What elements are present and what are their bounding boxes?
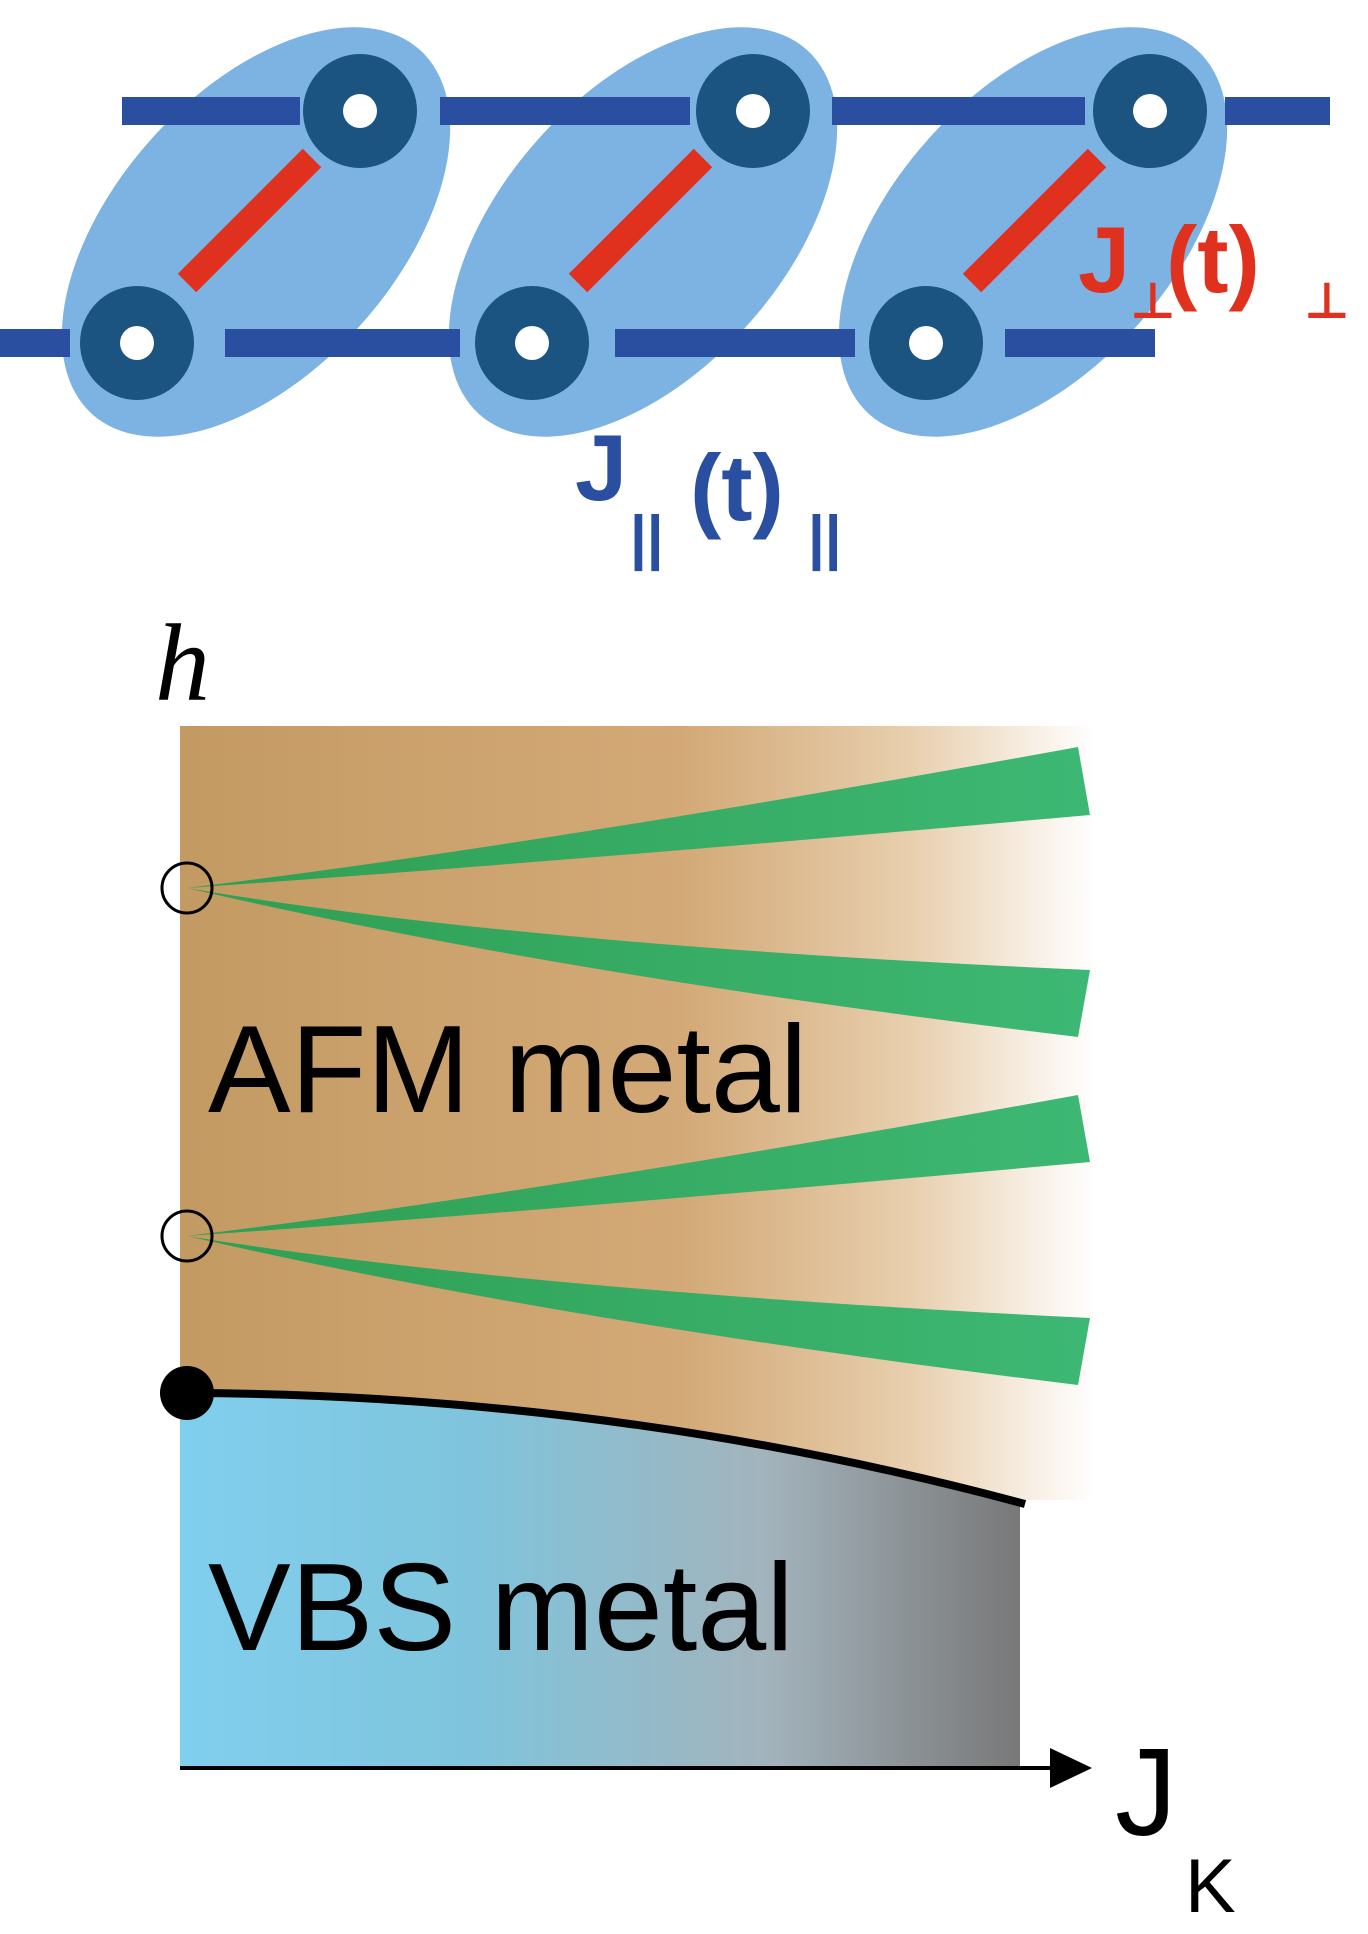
site xyxy=(1093,54,1207,168)
rung-bonds xyxy=(177,148,1107,293)
wedge-lower-2 xyxy=(187,1236,1090,1385)
vbs-region xyxy=(180,1393,1020,1768)
site xyxy=(475,286,589,400)
phase-diagram: AFM metal VBS metal h J K xyxy=(155,602,1236,1929)
x-axis-label-main: J xyxy=(1115,1724,1177,1862)
wedge-upper-1 xyxy=(187,747,1090,888)
vbs-region-label: VBS metal xyxy=(208,1539,794,1677)
rung-label-paren: (t) xyxy=(1166,207,1260,312)
y-axis-label: h xyxy=(155,602,210,724)
site xyxy=(696,54,810,168)
wedges xyxy=(187,747,1090,1385)
open-circle-point xyxy=(160,1209,214,1263)
site xyxy=(80,286,194,400)
x-axis-label-sub: K xyxy=(1185,1844,1236,1929)
rung-bond xyxy=(177,148,322,293)
site xyxy=(303,54,417,168)
wedge-upper-2 xyxy=(187,1095,1090,1236)
open-circle-point xyxy=(160,861,214,915)
leg-label-main: J xyxy=(575,415,627,520)
rung-coupling-label: J ⊥ (t) ⊥ xyxy=(1078,207,1350,329)
leg-label-sub: || xyxy=(630,504,664,572)
rung-bond xyxy=(962,148,1107,293)
site xyxy=(869,286,983,400)
filled-circle-point xyxy=(160,1366,214,1420)
rung-label-paren-sub: ⊥ xyxy=(1304,273,1350,329)
dimer-ellipse xyxy=(61,27,451,437)
rung-bond xyxy=(568,148,713,293)
leg-label-paren: (t) xyxy=(690,435,784,540)
ladder-schematic: J ⊥ (t) ⊥ J || (t) || xyxy=(0,27,1350,572)
leg-label-paren-sub: || xyxy=(808,504,842,572)
rung-label-sub: ⊥ xyxy=(1130,273,1176,329)
wedge-lower-1 xyxy=(187,888,1090,1037)
rung-label-main: J xyxy=(1078,207,1130,312)
x-axis-arrowhead xyxy=(1050,1748,1092,1788)
phase-boundary xyxy=(189,1389,1027,1508)
afm-region-label: AFM metal xyxy=(208,1001,807,1139)
leg-coupling-label: J || (t) || xyxy=(575,415,842,572)
dimer-ellipse xyxy=(448,27,838,437)
lattice-sites xyxy=(80,54,1207,400)
